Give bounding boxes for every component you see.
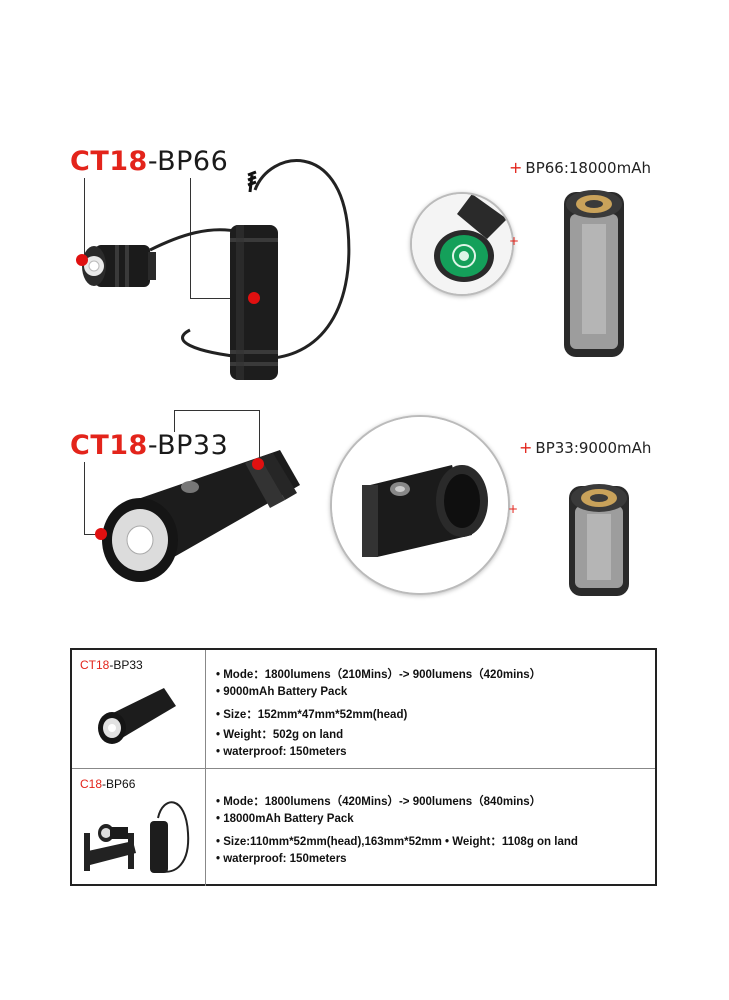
spec-line: • Size：152mm*47mm*52mm(head) [216,709,408,721]
table-row: CT18-BP33 • Mode：1800lumens（210Mins）-> 9… [72,650,655,769]
row-product-name: C18-BP66 [80,777,136,791]
callout-dot-body [252,458,264,470]
connector-zoom-bp66 [410,192,514,296]
spec-line: • 9000mAh Battery Pack [216,686,348,698]
row-image-cell: CT18-BP33 [72,650,206,768]
battery-caption-bp33: +BP33:9000mAh [519,438,652,457]
row-thumbnail-bp66 [84,801,190,873]
connector-zoom-bp33 [330,415,510,595]
callout-line [84,462,85,534]
spec-line: • Weight：502g on land [216,729,344,741]
callout-line [84,178,85,260]
callout-line [174,410,175,432]
callout-line [259,410,260,460]
spec-table: CT18-BP33 • Mode：1800lumens（210Mins）-> 9… [70,648,657,886]
table-row: C18-BP66 • Mode：1800lumens（420Mins）-> 90… [72,769,655,886]
row-image-cell: C18-BP66 [72,769,206,886]
row-specs-cell: • Mode：1800lumens（420Mins）-> 900lumens（8… [206,769,655,886]
spec-line: • waterproof: 150meters [216,746,347,758]
row-product-name: CT18-BP33 [80,658,143,672]
spec-line: • Size:110mm*52mm(head),163mm*52mm • Wei… [216,836,578,848]
row-specs-cell: • Mode：1800lumens（210Mins）-> 900lumens（4… [206,650,655,768]
spec-line: • waterproof: 150meters [216,853,347,865]
battery-bp66-image [564,190,624,357]
callout-dot-canister [248,292,260,304]
spec-line: • Mode：1800lumens（420Mins）-> 900lumens（8… [216,796,542,808]
zoom-plus-marker: + [509,234,520,248]
product-title-bp33: CT18-BP33 [70,430,229,461]
callout-line [190,298,252,299]
product-title-bp66: CT18-BP66 [70,146,229,177]
spec-line: • Mode：1800lumens（210Mins）-> 900lumens（4… [216,669,542,681]
bp33-product-image [102,450,300,582]
bp66-product-image [82,159,351,380]
zoom-plus-marker: + [508,502,519,516]
battery-bp33-image [569,484,629,596]
row-thumbnail-bp33 [98,688,176,744]
callout-line [174,410,260,411]
callout-line [84,534,100,535]
callout-line [190,178,191,298]
battery-caption-bp66: +BP66:18000mAh [509,158,651,177]
callout-dot-lens [95,528,107,540]
callout-dot-head [76,254,88,266]
spec-line: • 18000mAh Battery Pack [216,813,354,825]
